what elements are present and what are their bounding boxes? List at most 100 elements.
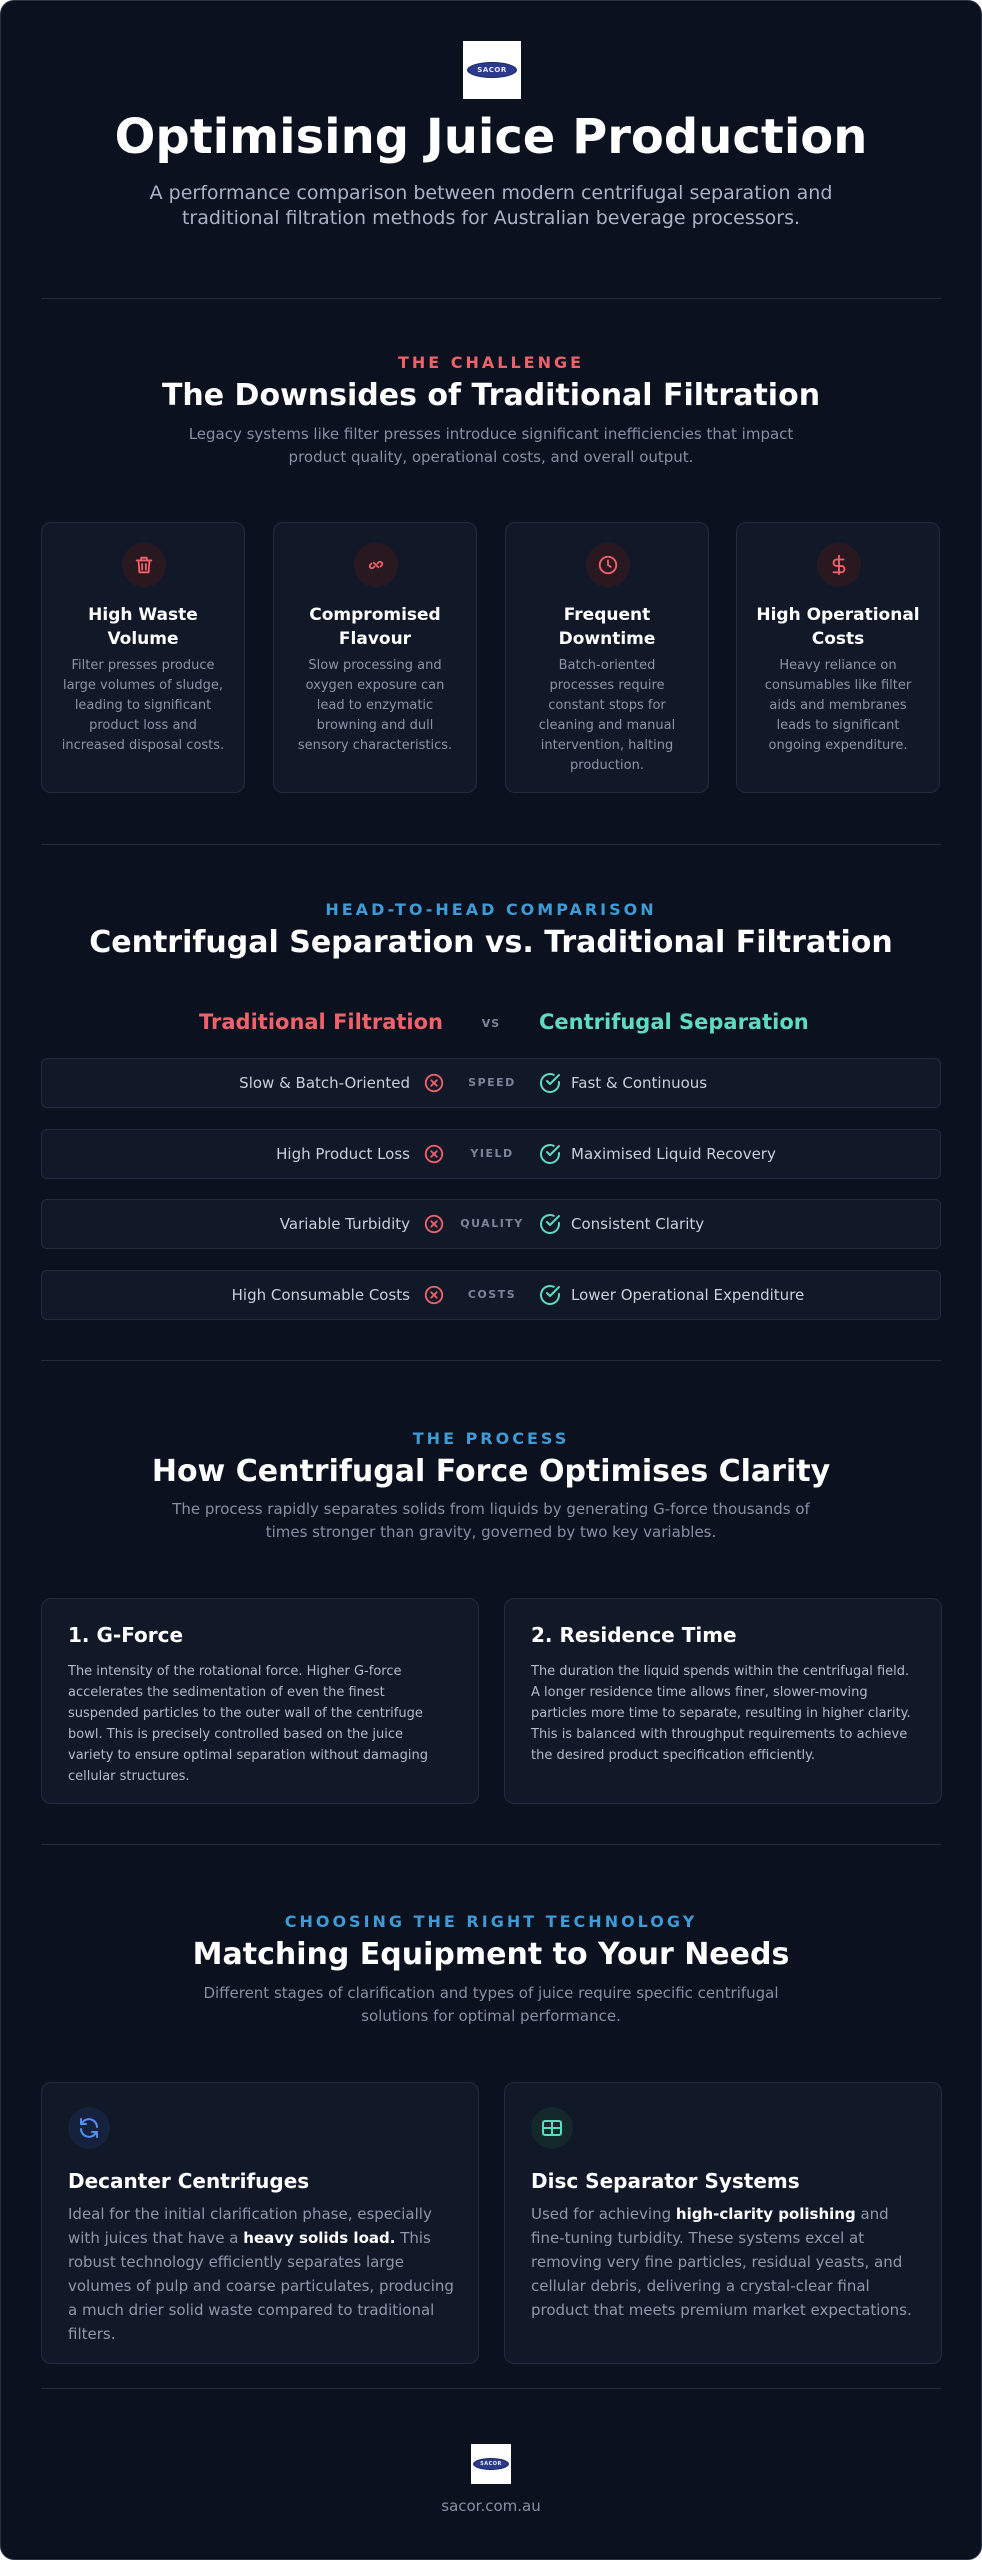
tech-text-line: fine-tuning turbidity. These systems exc…	[531, 2229, 865, 2247]
problem-text-line: Filter presses produce	[71, 658, 215, 673]
logo-oval: SACOR	[467, 62, 517, 78]
centrifugal-header: Centrifugal Separation	[539, 1010, 809, 1034]
process-text-line: accelerates the sedimentation of even th…	[68, 1685, 385, 1700]
comparison-heading: Centrifugal Separation vs. Traditional F…	[89, 925, 893, 960]
problem-title-line: High Waste	[88, 605, 198, 625]
problem-text-line: Slow processing and	[308, 658, 442, 673]
process-text-line: particles more time to separate, resulti…	[531, 1706, 911, 1721]
tech-text-line: cellular debris, delivering a crystal-cl…	[531, 2277, 870, 2295]
process-card-text: The duration the liquid spends within th…	[531, 1661, 917, 1766]
process-text-line: suspended particles to the outer wall of…	[68, 1706, 423, 1721]
subtitle-line: A performance comparison between modern …	[149, 182, 833, 204]
check-circle-icon	[538, 1283, 562, 1311]
problem-text-line: Batch-oriented	[558, 658, 656, 673]
process-text-line: The intensity of the rotational force. H…	[68, 1664, 402, 1679]
divider	[41, 1844, 941, 1845]
process-card-text: The intensity of the rotational force. H…	[68, 1661, 454, 1787]
tech-text-line: Ideal for the initial clarification phas…	[68, 2205, 432, 2223]
metric-label: QUALITY	[460, 1217, 524, 1230]
traditional-value: High Product Loss	[276, 1145, 410, 1163]
tech-card-title: Disc Separator Systems	[531, 2169, 800, 2193]
footer-url[interactable]: sacor.com.au	[441, 2497, 541, 2515]
technology-kicker: CHOOSING THE RIGHT TECHNOLOGY	[284, 1912, 698, 1931]
problem-text-line: ongoing expenditure.	[768, 738, 908, 753]
tech-card-text: Ideal for the initial clarification phas…	[68, 2202, 456, 2346]
process-text-line: cellular structures.	[68, 1769, 190, 1784]
process-card-title: 2. Residence Time	[531, 1623, 737, 1647]
comparison-row-quality: Variable Turbidity QUALITY Consistent Cl…	[41, 1199, 941, 1249]
problem-text-line: sensory characteristics.	[297, 738, 453, 753]
traditional-value: Slow & Batch-Oriented	[239, 1074, 410, 1092]
check-circle-icon	[538, 1142, 562, 1170]
problem-title-line: High Operational	[756, 605, 920, 625]
text-span: This	[395, 2229, 431, 2247]
highlight-text: high-clarity polishing	[675, 2205, 856, 2223]
problem-title-line: Volume	[107, 629, 179, 649]
desc-line: The process rapidly separates solids fro…	[172, 1500, 810, 1518]
problem-title: High Waste Volume	[52, 603, 234, 651]
process-text-line: The duration the liquid spends within th…	[531, 1664, 910, 1679]
problem-text-line: lead to enzymatic	[316, 698, 434, 713]
problem-text-line: leads to significant	[776, 718, 900, 733]
problem-title-line: Compromised	[309, 605, 441, 625]
process-text-line: A longer residence time allows finer, sl…	[531, 1685, 868, 1700]
problem-text-line: production.	[570, 758, 644, 773]
problem-text: Heavy reliance on consumables like filte…	[753, 656, 923, 756]
check-circle-icon	[538, 1212, 562, 1240]
comparison-row-speed: Slow & Batch-Oriented SPEED Fast & Conti…	[41, 1058, 941, 1108]
tech-text-line: a much drier solid waste compared to tra…	[68, 2301, 435, 2319]
logo-text: SACOR	[480, 2461, 502, 2467]
problem-text-line: increased disposal costs.	[61, 738, 225, 753]
technology-description: Different stages of clarification and ty…	[1, 1982, 981, 2028]
problem-card-flavour: Compromised Flavour Slow processing and …	[273, 522, 477, 793]
page-title-wrap: Optimising Juice Production	[1, 109, 981, 165]
problem-text-line: constant stops for	[548, 698, 666, 713]
process-card-residence: 2. Residence Time The duration the liqui…	[504, 1598, 942, 1804]
process-heading: How Centrifugal Force Optimises Clarity	[151, 1454, 831, 1489]
text-span: with juices that have a	[68, 2229, 244, 2247]
problem-text-line: leading to significant	[74, 698, 212, 713]
footer-logo[interactable]: SACOR	[471, 2444, 511, 2484]
problem-title: Compromised Flavour	[284, 603, 466, 651]
tech-text-line: removing very fine particles, residual y…	[531, 2253, 903, 2271]
desc-line: times stronger than gravity, governed by…	[265, 1523, 717, 1541]
problem-text-line: consumables like filter	[764, 678, 912, 693]
tech-text-line: filters.	[68, 2325, 116, 2343]
problem-title-line: Flavour	[338, 629, 412, 649]
desc-line: product quality, operational costs, and …	[288, 448, 694, 466]
tech-text-line: product that meets premium market expect…	[531, 2301, 912, 2319]
unlink-icon	[354, 543, 398, 587]
problem-text-line: cleaning and manual	[538, 718, 676, 733]
x-circle-icon	[423, 1143, 445, 1169]
traditional-header: Traditional Filtration	[199, 1010, 443, 1034]
page-title: Optimising Juice Production	[114, 109, 868, 165]
process-text-line: bowl. This is precisely controlled based…	[68, 1727, 404, 1742]
subtitle-line: traditional filtration methods for Austr…	[181, 207, 801, 229]
centrifugal-value: Lower Operational Expenditure	[571, 1286, 805, 1304]
desc-line: Legacy systems like filter presses intro…	[188, 425, 794, 443]
challenge-kicker: THE CHALLENGE	[397, 353, 585, 372]
problem-text: Batch-oriented processes require constan…	[522, 656, 692, 776]
sacor-logo[interactable]: SACOR	[463, 41, 521, 99]
problem-title-line: Costs	[811, 629, 865, 649]
problem-card-downtime: Frequent Downtime Batch-oriented process…	[505, 522, 709, 793]
problem-text-line: oxygen exposure can	[305, 678, 445, 693]
challenge-heading: The Downsides of Traditional Filtration	[161, 378, 821, 413]
decanter-card: Decanter Centrifuges Ideal for the initi…	[41, 2082, 479, 2364]
text-span: Used for achieving	[531, 2205, 676, 2223]
desc-line: Different stages of clarification and ty…	[203, 1984, 779, 2002]
process-card-title: 1. G-Force	[68, 1623, 184, 1647]
text-span: and	[855, 2205, 889, 2223]
process-kicker: THE PROCESS	[412, 1429, 570, 1448]
problem-text-line: browning and dull	[316, 718, 434, 733]
metric-label: SPEED	[468, 1076, 516, 1089]
problem-text: Filter presses produce large volumes of …	[58, 656, 228, 756]
desc-line: solutions for optimal performance.	[361, 2007, 621, 2025]
comparison-row-costs: High Consumable Costs COSTS Lower Operat…	[41, 1270, 941, 1320]
x-circle-icon	[423, 1072, 445, 1098]
metric-label: YIELD	[470, 1147, 514, 1160]
problem-title: High Operational Costs	[747, 603, 929, 651]
trash-icon	[122, 543, 166, 587]
problem-title-line: Frequent	[563, 605, 651, 625]
